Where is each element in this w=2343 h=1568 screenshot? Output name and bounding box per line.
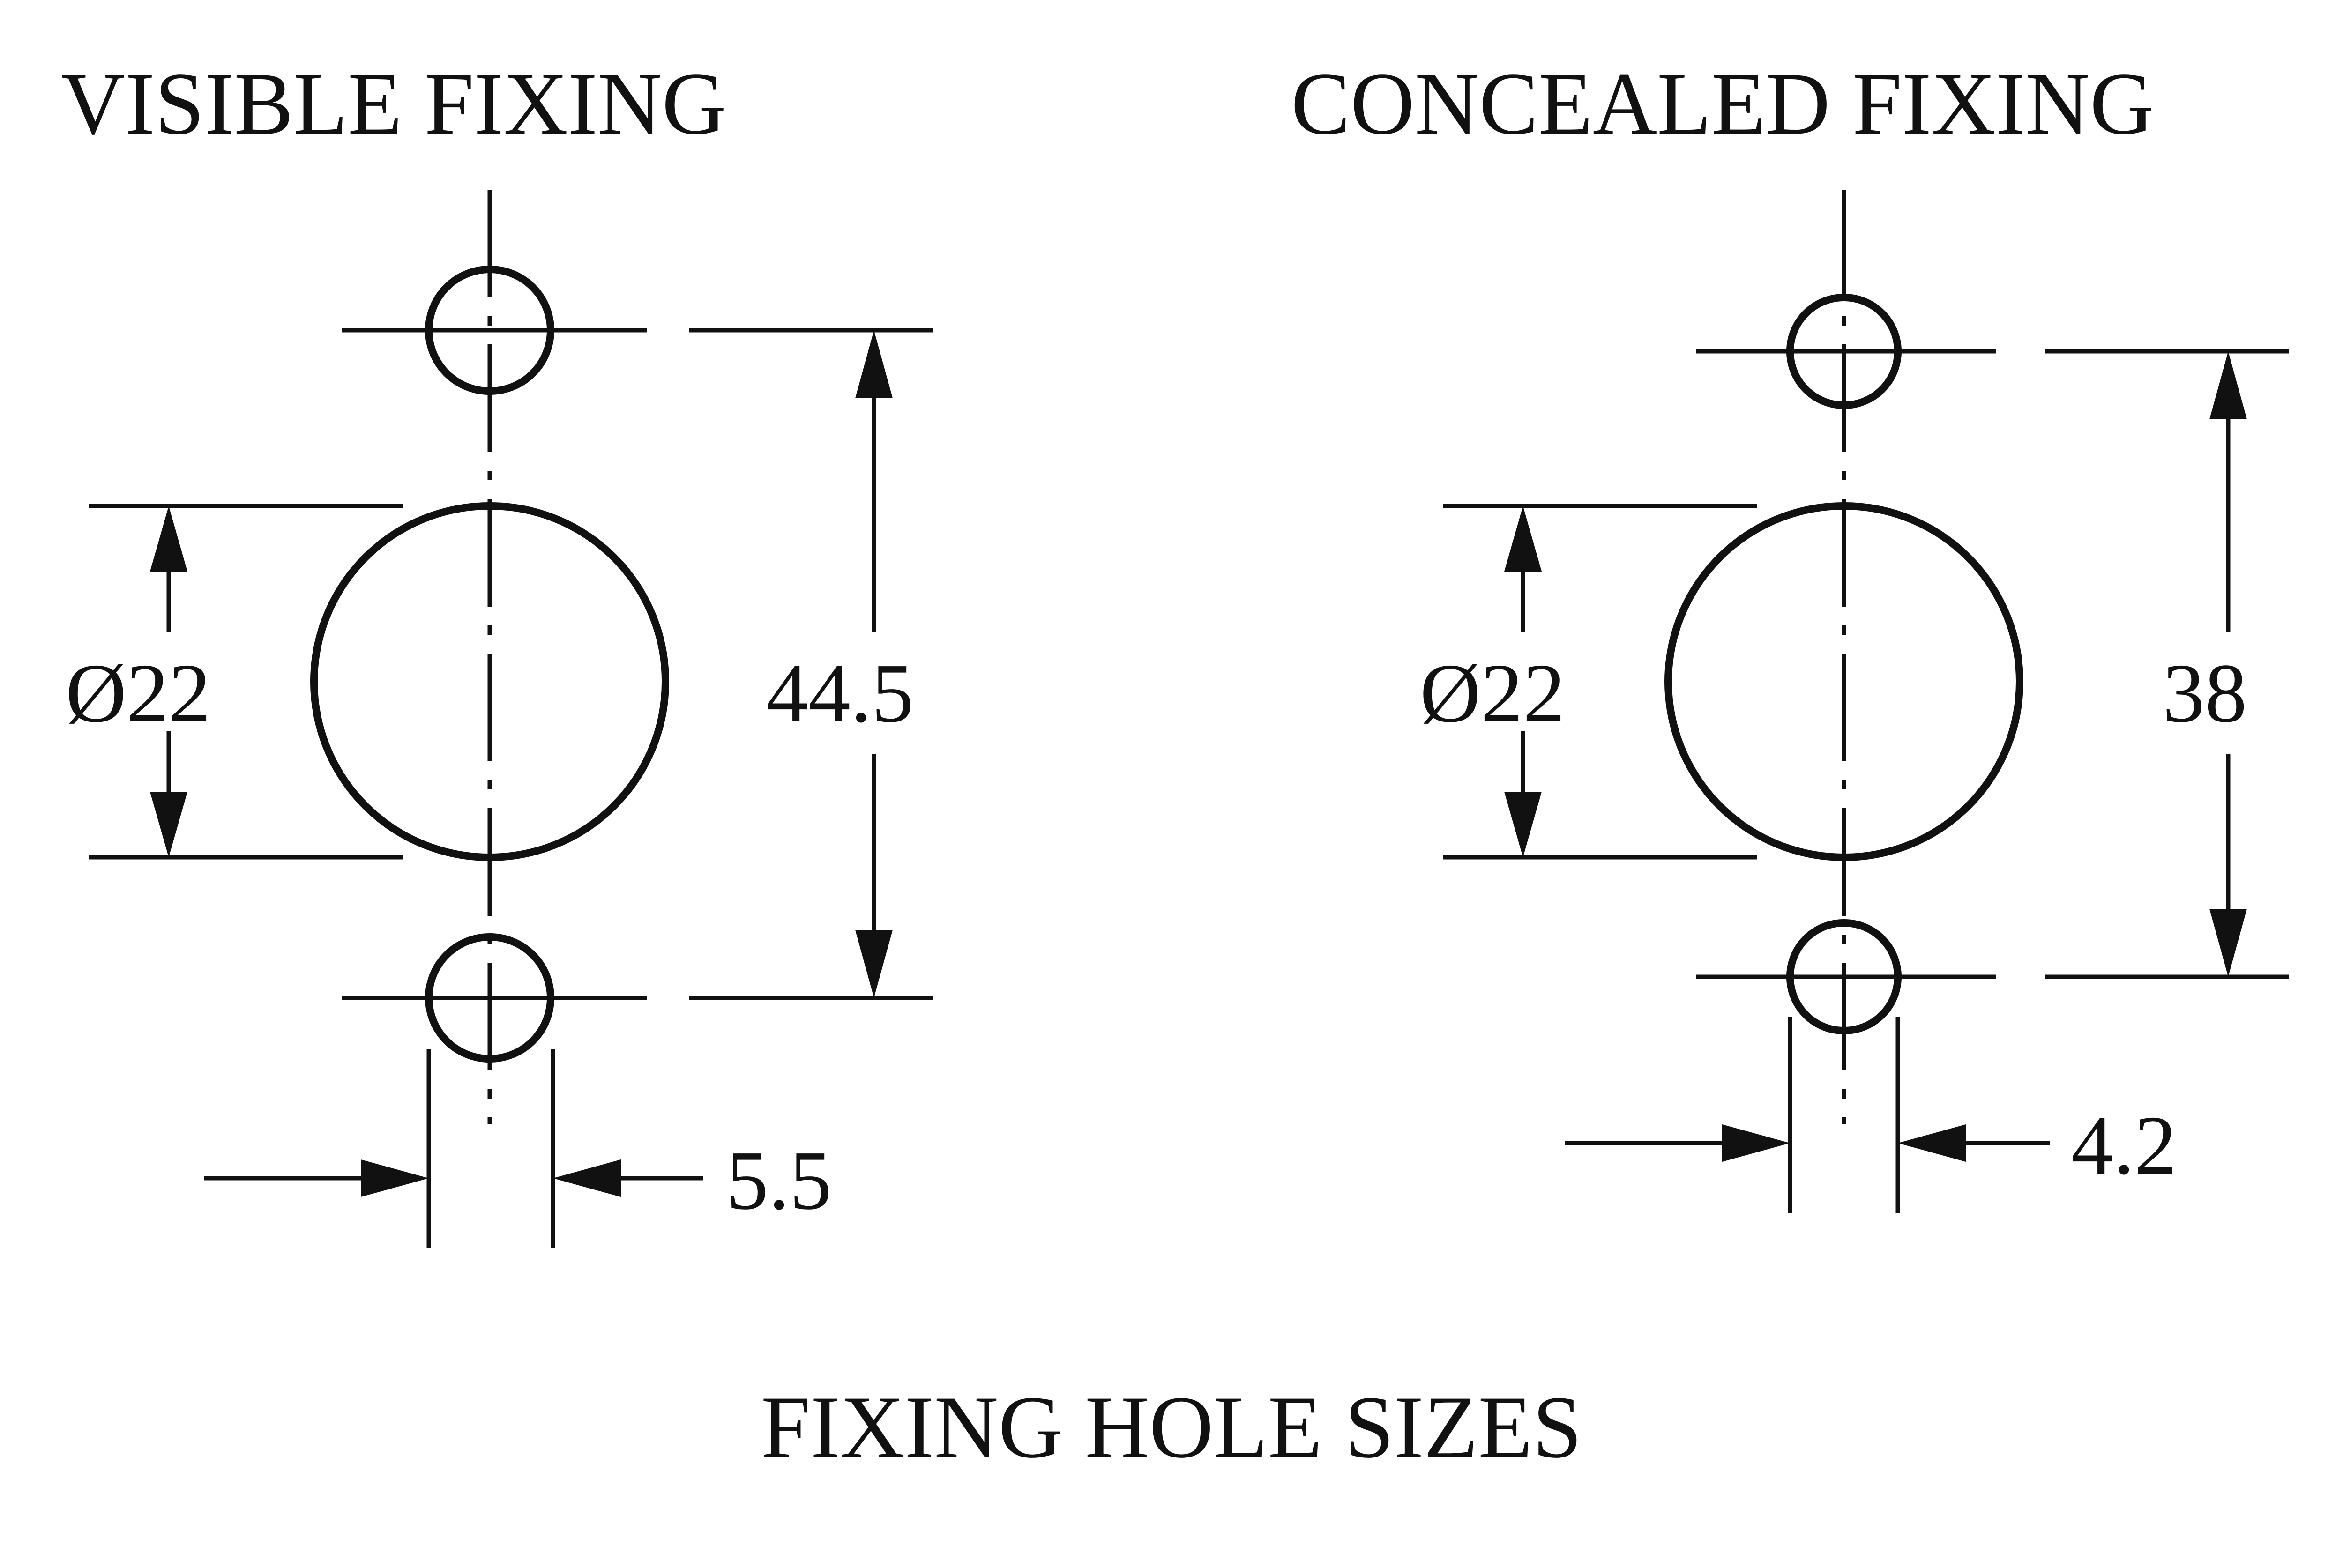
concealed-fixing-view: CONCEALED FIXING Ø22 38 [1291,55,2310,1213]
concealed-spacing-label: 38 [2163,647,2247,740]
visible-hole-width-dimension [204,1049,703,1248]
concealed-spacing-dimension [2209,351,2247,977]
concealed-hole-width-label: 4.2 [2071,1099,2177,1192]
concealed-diameter-dimension [1504,506,1542,857]
visible-spacing-label: 44.5 [766,647,914,740]
concealed-main-hole [1664,502,2023,861]
visible-hole-width-label: 5.5 [726,1134,832,1227]
visible-diameter-dimension [150,506,187,857]
visible-spacing-dimension [855,330,893,998]
visible-diameter-label: Ø22 [66,647,211,740]
concealed-diameter-label: Ø22 [1420,647,1565,740]
drawing-title: FIXING HOLE SIZES [761,1378,1582,1477]
visible-fixing-view: VISIBLE FIXING Ø22 44.5 [61,55,951,1248]
visible-main-hole [310,502,669,861]
concealed-hole-width-dimension [1565,1017,2050,1213]
concealed-fixing-title: CONCEALED FIXING [1291,55,2154,153]
visible-fixing-title: VISIBLE FIXING [61,55,726,153]
